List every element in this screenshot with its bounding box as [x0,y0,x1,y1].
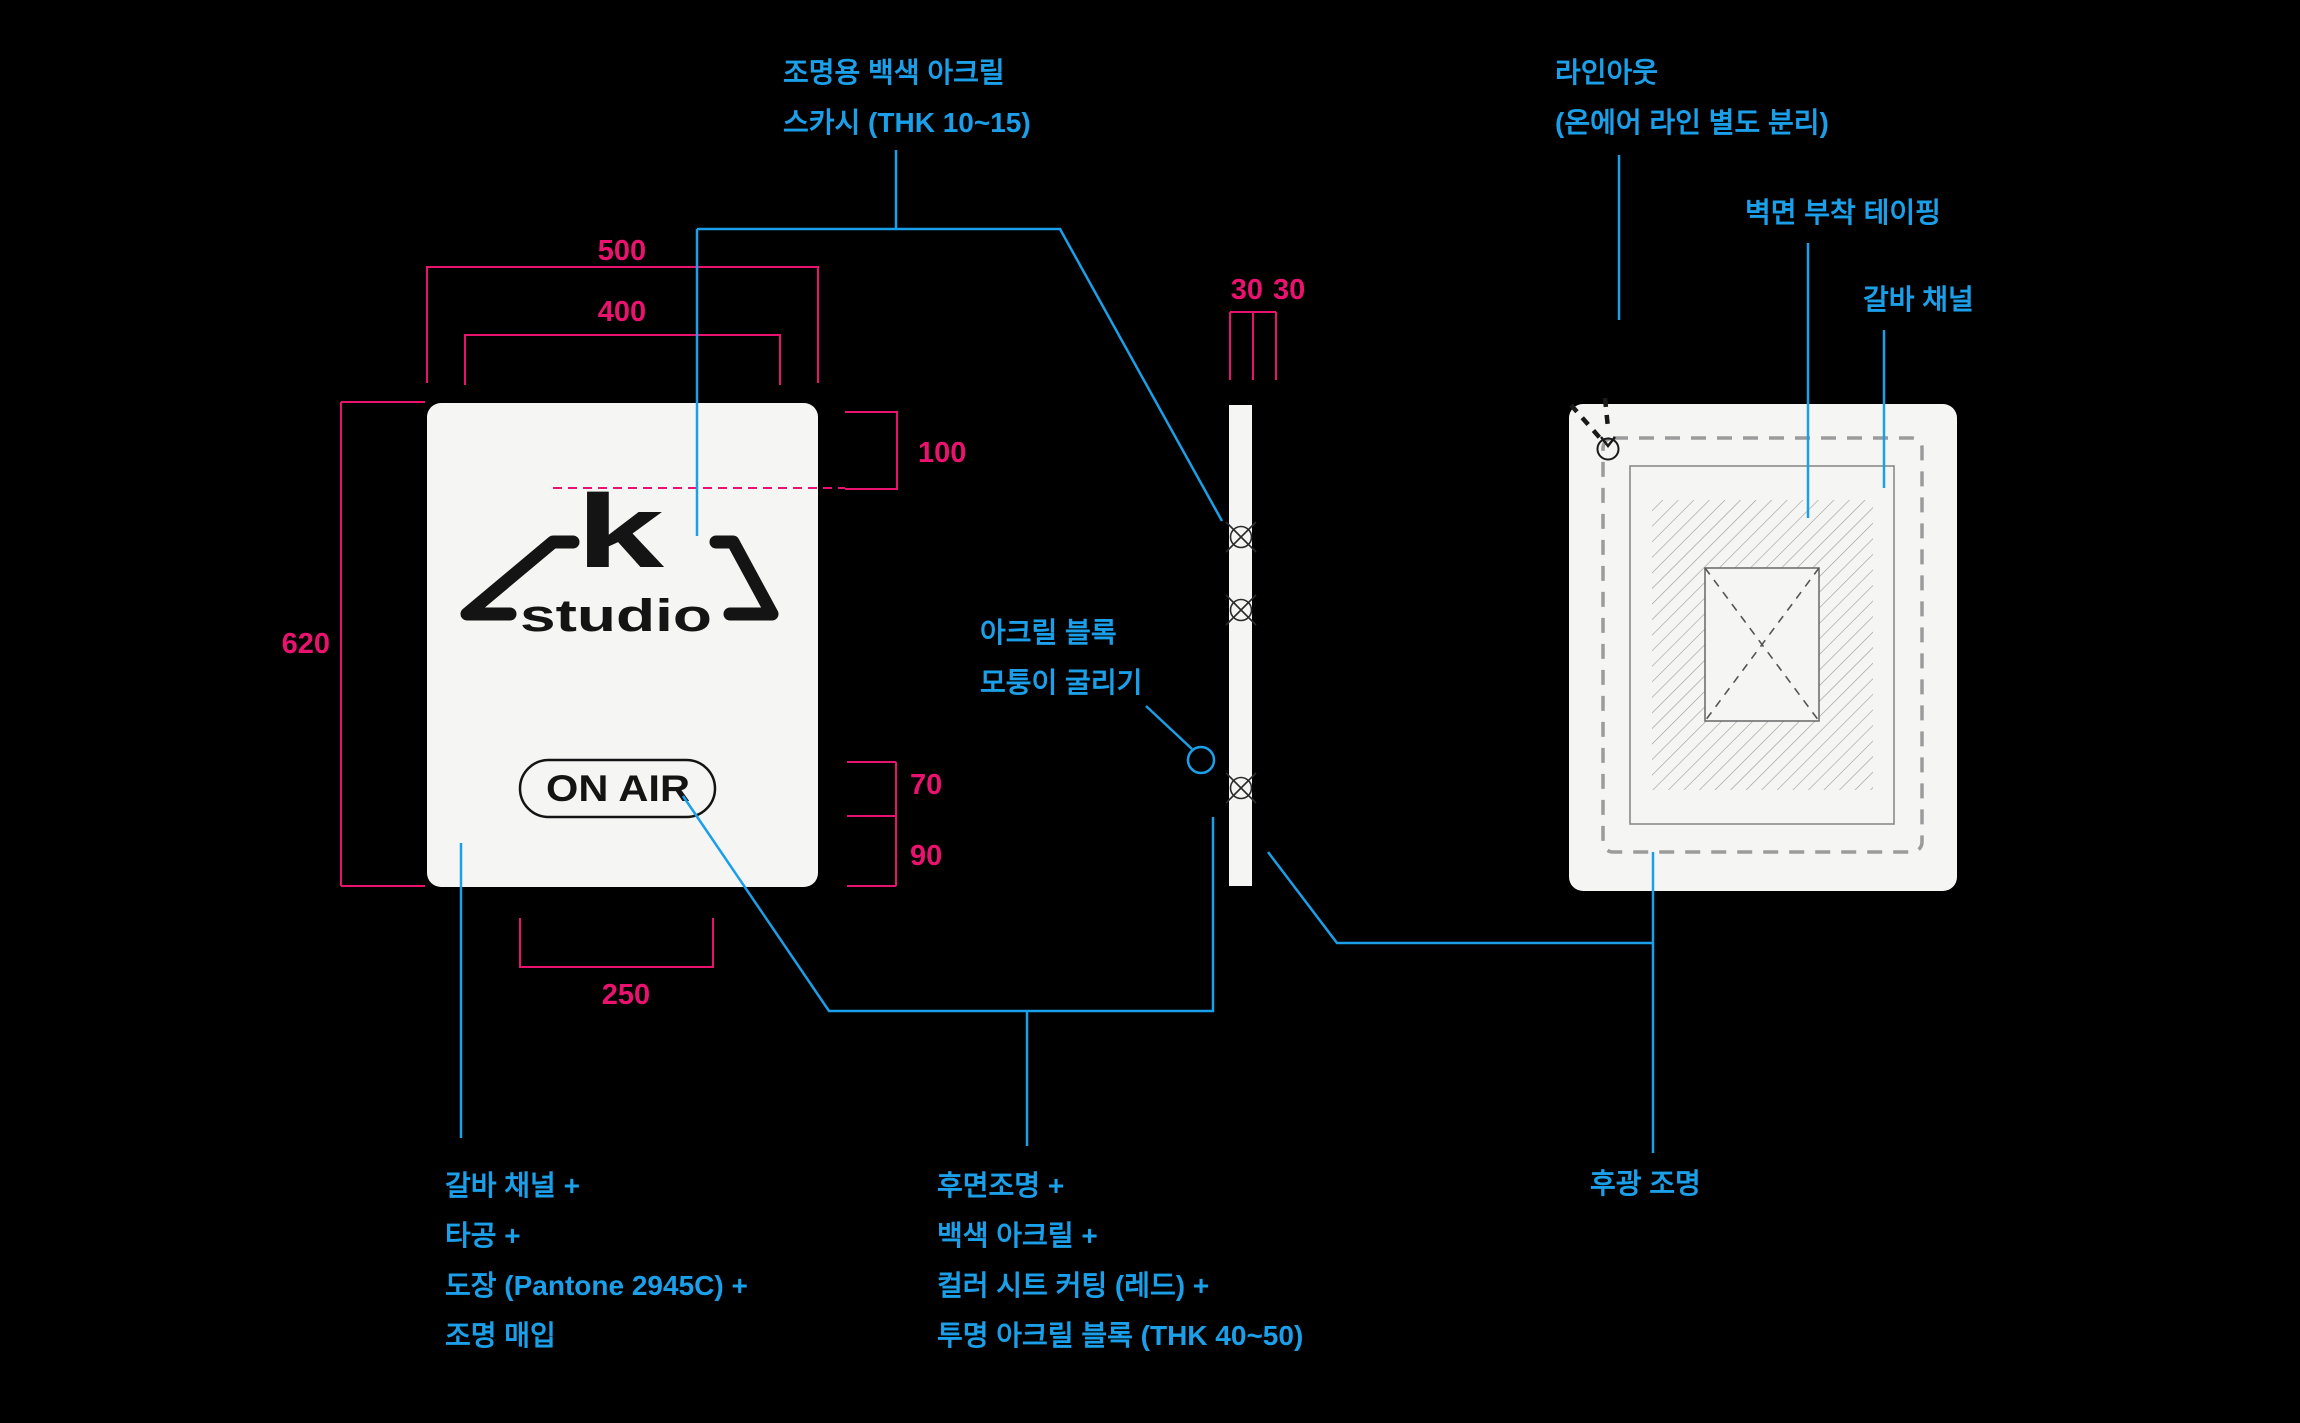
annotation-line: 라인아웃 [1555,57,1659,88]
material-line: 백색 아크릴 + [937,1220,1098,1251]
dim-400-bracket [464,334,781,385]
material-line: 갈바 채널 + [445,1170,580,1201]
material-line: 컬러 시트 커팅 (레드) + [937,1270,1210,1301]
annotation-halo-light: 후광 조명 [1590,1168,1701,1199]
front-view: k studio ON AIR [427,403,818,887]
dim-70-label: 70 [910,769,943,801]
fastener-mark [1225,772,1257,804]
dim-30-30-bracket [1229,311,1277,380]
taping-outline [1601,436,1924,854]
material-line: 후면조명 + [937,1170,1065,1201]
fastener-mark [1225,521,1257,553]
center-cutout [1704,567,1820,722]
annotation-line: 스카시 (THK 10~15) [783,107,1031,138]
dim-500-label: 500 [597,235,647,267]
dim-250-bracket [519,918,714,968]
annotation-line: 아크릴 블록 [980,617,1117,648]
dim-500-bracket [426,266,819,383]
annotation-galv-channel: 갈바 채널 [1863,284,1974,315]
logo-studio-text: studio [520,590,712,641]
leader-light-acrylic [695,150,1224,536]
side-bar [1229,405,1252,886]
annotation-light-acrylic: 조명용 백색 아크릴 스카시 (THK 10~15) [783,48,1031,148]
channel-outline [1629,465,1895,825]
fastener-mark [1225,594,1257,626]
corner-round-callout-circle [1186,745,1216,775]
dim-100-bracket [845,411,898,490]
front-panel [427,403,818,887]
annotation-side-materials: 후면조명 + 백색 아크릴 + 컬러 시트 커팅 (레드) + 투명 아크릴 블… [937,1161,1303,1361]
dim-30-b: 30 [1273,274,1306,306]
kstudio-logo: k studio [460,474,779,641]
on-air-badge: ON AIR [518,758,717,819]
annotation-lineout: 라인아웃 (온에어 라인 별도 분리) [1555,48,1829,148]
dim-30-30-label: 30 30 [1218,272,1318,308]
logo-k-text: k [576,474,664,590]
dim-100-label: 100 [918,437,967,469]
logo-right-bracket [709,535,779,621]
dim-620-label: 620 [281,628,330,660]
material-line: 타공 + [445,1220,521,1251]
dim-90-label: 90 [910,840,943,872]
material-line: 조명 매입 [445,1320,556,1351]
leader-side-materials [681,795,1215,1146]
annotation-line: 조명용 백색 아크릴 [783,57,1005,88]
annotation-acrylic-block: 아크릴 블록 모퉁이 굴리기 [980,608,1142,708]
side-view [1225,405,1257,886]
leader-lines [459,150,1886,1153]
dimension-lines [340,266,1277,968]
material-line: 투명 아크릴 블록 (THK 40~50) [937,1320,1304,1351]
leader-halo [1267,851,1655,1153]
dim-30-a: 30 [1230,274,1263,306]
annotation-line: 모퉁이 굴리기 [980,667,1143,698]
on-air-text: ON AIR [546,768,690,809]
annotation-front-materials: 갈바 채널 + 타공 + 도장 (Pantone 2945C) + 조명 매입 [445,1161,748,1361]
leader-corner-round [1145,705,1193,750]
logo-left-bracket [460,535,580,621]
lineout-exit-detail [1569,397,1620,461]
annotation-line: (온에어 라인 별도 분리) [1555,107,1829,138]
dim-70-90-bracket [847,761,897,887]
dim-620-bracket [340,401,425,887]
material-line: 도장 (Pantone 2945C) + [445,1270,748,1301]
dim-400-label: 400 [597,296,647,328]
dim-250-label: 250 [601,979,651,1011]
rear-view [1569,397,1957,891]
annotation-wall-taping: 벽면 부착 테이핑 [1745,197,1941,228]
